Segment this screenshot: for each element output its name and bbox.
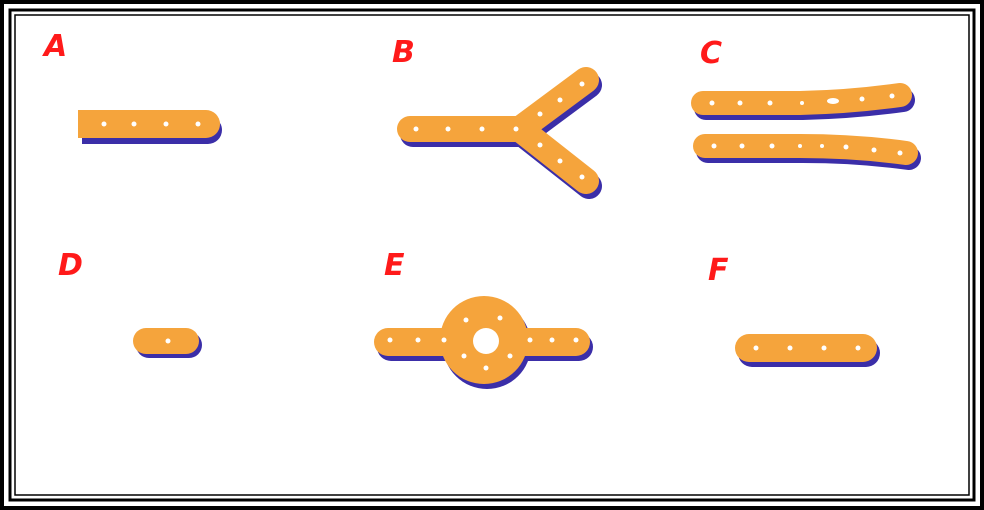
label-b: B — [392, 35, 415, 70]
label-c: C — [700, 36, 722, 71]
label-d: D — [58, 248, 83, 283]
part-f-strip — [735, 334, 880, 367]
label-a: A — [42, 29, 67, 64]
part-e-hub-strip — [374, 296, 593, 389]
part-c-long-strips — [703, 94, 909, 159]
inner-border-2 — [15, 15, 969, 495]
label-f: F — [708, 253, 729, 288]
part-b-y-strip — [410, 80, 589, 186]
inner-border — [10, 10, 974, 500]
label-e: E — [384, 248, 405, 283]
part-a-strip — [78, 110, 222, 144]
part-d-small-strip — [133, 328, 202, 358]
